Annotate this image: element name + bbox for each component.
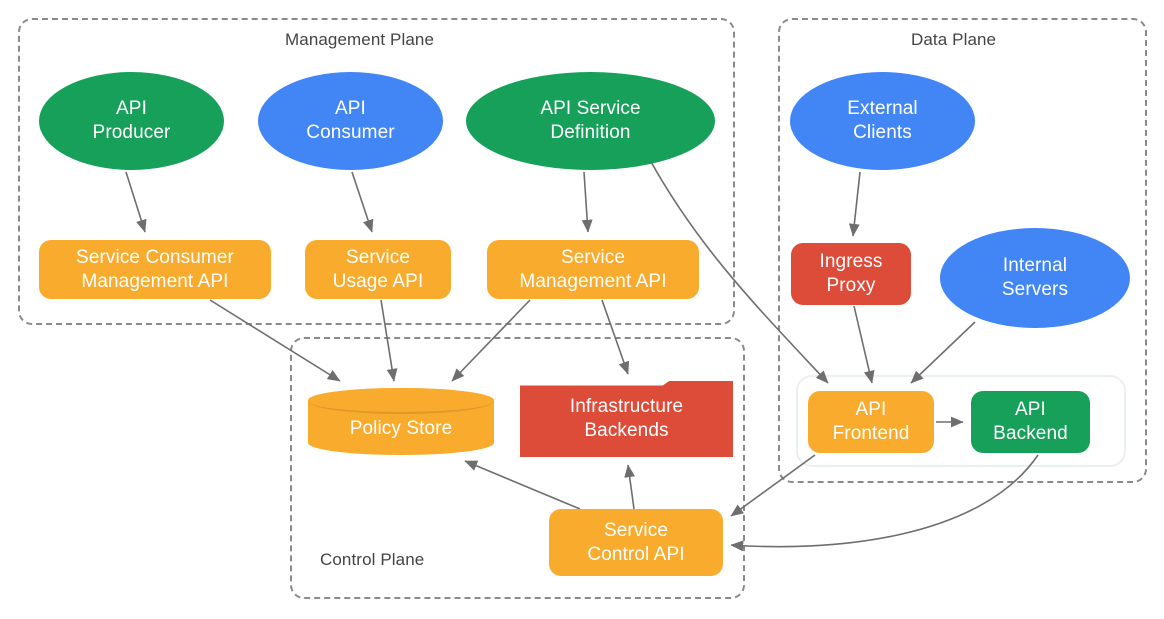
node-policy-store[interactable]: Policy Store [308,388,494,455]
policy-store-label: Policy Store [349,417,453,439]
control-plane-label: Control Plane [320,550,425,569]
data-plane-label: Data Plane [911,30,997,49]
management-plane-label: Management Plane [285,30,435,49]
